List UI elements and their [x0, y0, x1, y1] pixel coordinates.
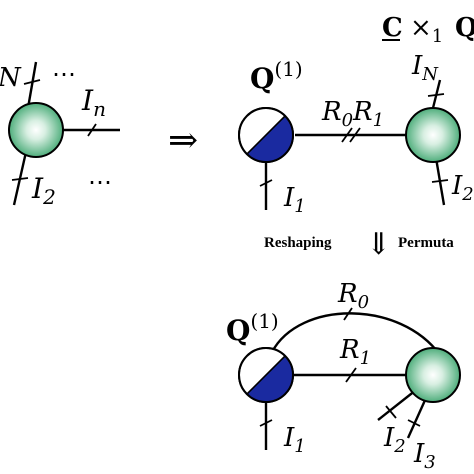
bond-label-r0r1: R0R1 [321, 97, 384, 131]
left-label-i2: I2 [31, 172, 56, 209]
top-q1-leg-label: I1 [283, 183, 306, 217]
reshaping-label: Reshaping [264, 235, 332, 251]
left-dots-bottom: ⋯ [88, 168, 112, 196]
left-label-n: N [0, 63, 22, 93]
bottom-node-label-i2: I2 [383, 423, 406, 457]
top-bond-tick-1 [341, 127, 353, 143]
left-label-in: In [81, 84, 106, 121]
factor-label-q: Q [455, 13, 474, 43]
left-dots-top: ⋯ [52, 60, 76, 88]
left-tensor: N ⋯ In I2 ⋯ [0, 60, 120, 209]
bottom-node-leg-a-tick [385, 405, 397, 419]
top-node-label-i2: I2 [451, 171, 474, 205]
top-right-network: C ×1 Q Q(1) R0R1 I1 IN [238, 13, 474, 217]
top-node-bottom-leg-tick [431, 179, 449, 183]
left-right-leg-tick [87, 123, 97, 137]
mode-product-symbol: ×1 [410, 13, 443, 47]
loop-label-r0: R0 [337, 279, 369, 313]
top-node-top-leg [430, 79, 442, 113]
transition-row: Reshaping ⇓ Permuta [264, 227, 454, 262]
loop-bond-tick [343, 307, 353, 321]
top-node-top-leg-tick [427, 93, 445, 97]
bottom-right-green-node [405, 347, 461, 403]
loop-bond-r0 [270, 312, 441, 356]
bottom-q1-leg-label: I1 [283, 423, 306, 457]
top-right-green-node [405, 107, 461, 163]
bottom-right-network: Q(1) R0 R1 I1 I2 I3 [226, 279, 461, 473]
left-tensor-top-leg [26, 61, 38, 109]
core-label-c: C [382, 13, 403, 43]
top-bond-tick-2 [349, 127, 361, 143]
bottom-node-leg-b [406, 397, 428, 439]
bottom-node-label-i3: I3 [413, 439, 436, 473]
left-tensor-node [8, 102, 64, 158]
down-arrow: ⇓ [366, 227, 391, 262]
bond-label-r1: R1 [339, 335, 371, 369]
bottom-node-leg-a [377, 389, 417, 421]
top-q1-leg-tick [259, 179, 273, 187]
permutation-label: Permuta [398, 235, 454, 251]
top-node-label-in: IN [411, 51, 439, 85]
q1-label-bottom: Q(1) [226, 309, 279, 347]
bottom-node-leg-b-tick [407, 419, 421, 427]
implies-arrow: ⇒ [168, 120, 198, 161]
left-bottom-leg-tick [11, 177, 29, 181]
q1-node-bottom [238, 347, 294, 403]
q1-label-top: Q(1) [250, 57, 303, 95]
bottom-q1-leg-tick [259, 419, 273, 427]
bottom-bond-tick [345, 367, 357, 383]
q1-node-top [238, 107, 294, 163]
left-top-leg-tick [23, 79, 41, 85]
